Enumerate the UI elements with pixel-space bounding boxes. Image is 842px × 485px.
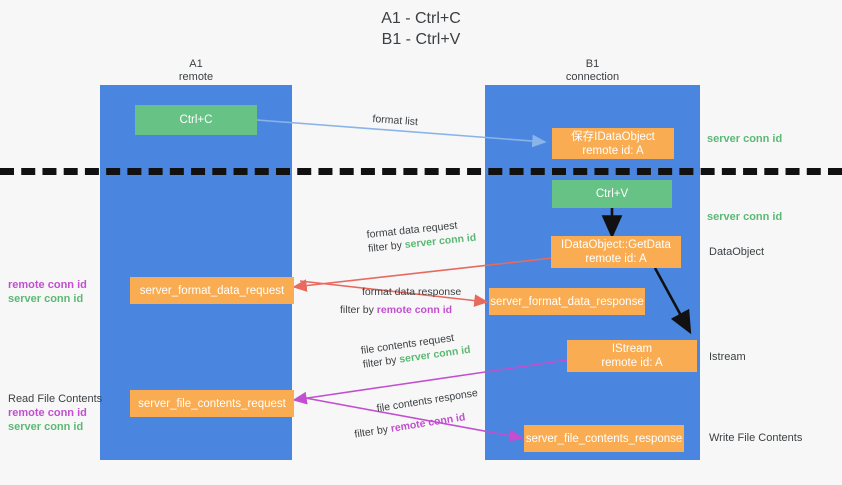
node-server-format-data-response-label: server_format_data_response — [490, 295, 644, 308]
column-a1-sub: remote — [178, 71, 214, 83]
label-group-conn-ids-top: remote conn id server conn id — [8, 278, 87, 306]
node-istream[interactable]: IStream remote id: A — [567, 340, 697, 372]
node-ctrl-c[interactable]: Ctrl+C — [135, 105, 257, 135]
edge-label-format-list-text: format list — [372, 112, 419, 129]
label-group-read-file: Read File Contents remote conn id server… — [8, 392, 102, 434]
label-write-file-contents: Write File Contents — [709, 432, 803, 444]
node-ctrl-c-label: Ctrl+C — [179, 114, 213, 126]
label-remote-conn-id-1: remote conn id — [8, 279, 87, 291]
label-dataobject: DataObject — [709, 246, 765, 258]
filter-prefix: filter by — [367, 239, 406, 255]
node-getdata[interactable]: IDataObject::GetData remote id: A — [551, 236, 681, 268]
node-server-format-data-response[interactable]: server_format_data_response — [489, 288, 645, 315]
edge-label-format-data-response: format data response filter by remote co… — [340, 285, 462, 317]
node-server-file-contents-response[interactable]: server_file_contents_response — [524, 425, 684, 452]
title-line-2: B1 - Ctrl+V — [381, 31, 461, 48]
node-server-format-data-request[interactable]: server_format_data_request — [130, 277, 294, 304]
edge-label-file-contents-request: file contents request filter by server c… — [360, 329, 471, 372]
label-server-conn-id-top: server conn id — [707, 133, 783, 145]
filter-prefix: filter by — [362, 353, 401, 371]
node-save-idataobject[interactable]: 保存IDataObject remote id: A — [552, 128, 674, 159]
column-b1-name: B1 — [585, 58, 600, 70]
node-server-file-contents-request-label: server_file_contents_request — [138, 397, 286, 410]
node-ctrl-v[interactable]: Ctrl+V — [552, 180, 672, 208]
node-save-idataobject-line2: remote id: A — [582, 144, 644, 157]
filter-value-remote-conn-id: remote conn id — [376, 304, 453, 316]
column-a1-name: A1 — [189, 58, 203, 70]
node-server-format-data-request-label: server_format_data_request — [139, 284, 285, 297]
filter-value-remote-conn-id: remote conn id — [389, 411, 467, 435]
label-read-file-contents: Read File Contents — [8, 393, 103, 405]
column-b1-sub: connection — [565, 71, 620, 83]
edge-label-format-data-response-text: format data response — [362, 286, 462, 298]
edge-label-file-contents-response-filter: filter by remote conn id — [353, 408, 482, 442]
label-istream: Istream — [709, 351, 746, 363]
node-getdata-line2: remote id: A — [585, 253, 647, 265]
edge-label-file-contents-response: file contents response filter by remote … — [350, 386, 482, 442]
node-server-file-contents-request[interactable]: server_file_contents_request — [130, 390, 294, 417]
label-server-conn-id-1: server conn id — [8, 293, 84, 305]
node-server-file-contents-response-label: server_file_contents_response — [525, 432, 683, 445]
edge-label-format-data-request: format data request filter by server con… — [366, 217, 477, 256]
node-istream-line2: remote id: A — [601, 357, 663, 369]
label-server-conn-id-2: server conn id — [8, 421, 84, 433]
label-remote-conn-id-2: remote conn id — [8, 407, 87, 419]
label-server-conn-id-mid: server conn id — [707, 211, 783, 223]
node-ctrl-v-label: Ctrl+V — [595, 188, 629, 200]
title-line-1: A1 - Ctrl+C — [381, 10, 461, 27]
node-istream-line1: IStream — [611, 343, 653, 355]
edge-label-format-list: format list — [372, 112, 418, 129]
node-getdata-line1: IDataObject::GetData — [561, 239, 671, 251]
page-title: A1 - Ctrl+C B1 - Ctrl+V — [0, 8, 842, 50]
filter-prefix: filter by — [340, 304, 377, 316]
edge-label-format-data-response-filter: filter by remote conn id — [340, 303, 461, 317]
column-header-a1: A1 remote — [100, 58, 292, 84]
phase-divider — [0, 168, 842, 175]
node-save-idataobject-line1: 保存IDataObject — [571, 130, 655, 143]
filter-prefix: filter by — [353, 422, 392, 441]
column-header-b1: B1 connection — [485, 58, 700, 84]
